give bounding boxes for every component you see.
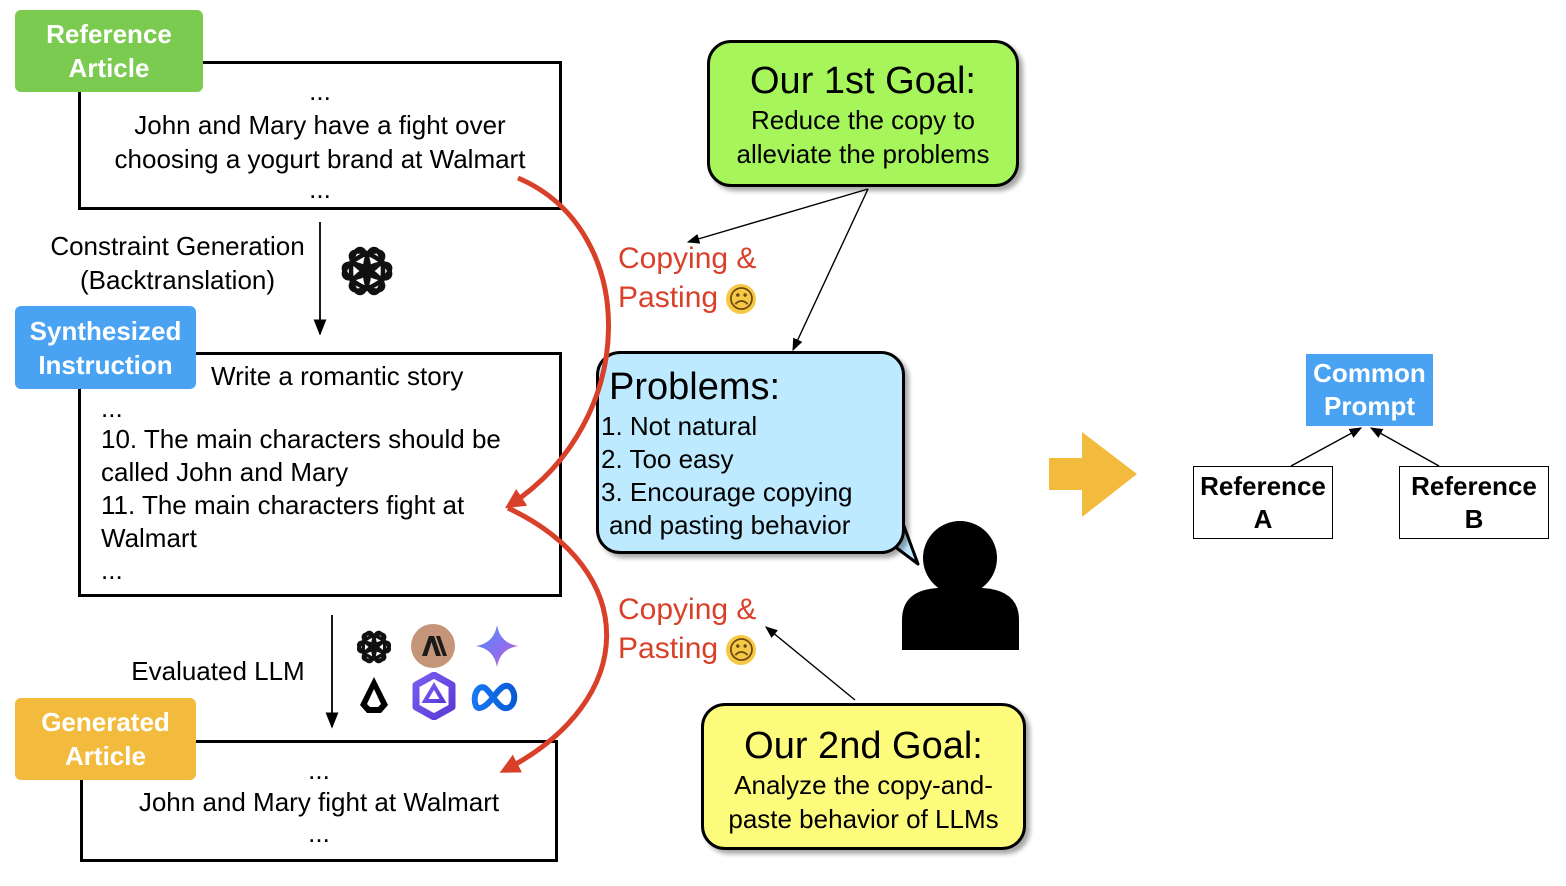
pasting-row: Pasting ☹: [618, 278, 788, 317]
reference-b-line: Reference: [1411, 470, 1537, 501]
goal2-body-line: Analyze the copy-and-: [734, 770, 993, 800]
copying-line: Copying &: [618, 593, 757, 626]
reference-a-box: Reference A: [1193, 466, 1333, 539]
anthropic-icon: [411, 624, 455, 668]
pasting-row: Pasting ☹: [618, 629, 788, 668]
constraint-generation-line1: Constraint Generation: [50, 231, 305, 261]
goal1-bubble: Our 1st Goal: Reduce the copy to allevia…: [707, 40, 1019, 187]
synthesized-instruction-line: ...: [101, 555, 123, 585]
copying-line: Copying &: [618, 242, 757, 275]
sad-face-icon: ☹: [726, 635, 757, 666]
problems-item: 2. Too easy: [601, 444, 734, 474]
synthesized-instruction-box: Write a romantic story ... 10. The main …: [78, 352, 562, 597]
pasting-text: Pasting: [618, 281, 719, 314]
synthesized-instruction-tag-line: Instruction: [38, 349, 173, 380]
synthesized-instruction-line: Walmart: [101, 523, 197, 553]
goal2-body-line: paste behavior of LLMs: [728, 804, 999, 834]
problems-title: Problems:: [609, 366, 781, 408]
common-prompt-line: Prompt: [1324, 391, 1415, 421]
copying-pasting-label-2: Copying & Pasting ☹: [618, 590, 788, 668]
sad-face-icon: ☹: [726, 284, 757, 315]
evaluated-llm-label: Evaluated LLM: [131, 656, 305, 686]
generated-article-tag: Generated Article: [15, 698, 196, 780]
pasting-text: Pasting: [618, 632, 719, 665]
problems-item: 3. Encourage copying: [601, 477, 853, 507]
reference-article-line: choosing a yogurt brand at Walmart: [114, 144, 526, 174]
arrow-reference-b-to-prompt: [1369, 427, 1440, 467]
problems-bubble: Problems: 1. Not natural 2. Too easy 3. …: [596, 351, 905, 554]
arrow-reference-a-to-prompt: [1290, 427, 1363, 467]
copying-pasting-label-1: Copying & Pasting ☹: [618, 239, 788, 317]
common-prompt-line: Common: [1313, 358, 1426, 388]
openai-icon: [341, 246, 393, 296]
reference-article-tag-line: Reference: [46, 19, 172, 49]
goal2-bubble: Our 2nd Goal: Analyze the copy-and- past…: [701, 703, 1026, 850]
arrow-goal1-to-copying: [686, 188, 869, 244]
synthesized-instruction-line: called John and Mary: [101, 457, 349, 487]
reference-a-line: A: [1253, 503, 1273, 534]
synthesized-instruction-line: ...: [101, 393, 123, 423]
goal2-title: Our 2nd Goal:: [744, 725, 983, 767]
common-prompt-box: Common Prompt: [1306, 354, 1433, 426]
synthesized-instruction-tag-line: Synthesized: [29, 315, 182, 346]
goal1-title: Our 1st Goal:: [750, 60, 976, 102]
openai-icon: [356, 630, 392, 664]
reference-a-line: Reference: [1200, 470, 1326, 501]
synthesized-instruction-tag: Synthesized Instruction: [15, 306, 196, 389]
problems-item: 1. Not natural: [601, 411, 758, 441]
reference-article-tag: Reference Article: [15, 10, 203, 92]
goal1-body-line: Reduce the copy to: [750, 105, 976, 135]
qwen-icon: [412, 672, 456, 720]
reference-article-line: John and Mary have a fight over: [134, 110, 506, 140]
generated-article-tag-line: Article: [65, 741, 146, 771]
generated-article-line: John and Mary fight at Walmart: [138, 787, 500, 817]
problems-bubble-tail-cover: [868, 505, 900, 535]
lama-icon: [360, 677, 388, 713]
meta-icon: [471, 682, 518, 712]
right-arrow-icon: [1049, 432, 1137, 517]
synthesized-instruction-line: 11. The main characters fight at: [101, 490, 465, 520]
reference-article-box: ... John and Mary have a fight over choo…: [78, 61, 562, 210]
goal1-body-line: alleviate the problems: [736, 139, 990, 169]
reference-b-box: Reference B: [1399, 466, 1549, 539]
generated-article-tag-line: Generated: [41, 707, 170, 737]
synthesized-instruction-first-line: Write a romantic story: [211, 361, 464, 391]
reference-article-line: ...: [309, 174, 331, 204]
synthesized-instruction-line: 10. The main characters should be: [101, 424, 501, 454]
reference-article-tag-line: Article: [68, 53, 150, 83]
problems-item: and pasting behavior: [609, 510, 851, 540]
generated-article-line: ...: [308, 755, 330, 785]
arrow-goal1-to-problems: [792, 188, 869, 352]
generated-article-line: ...: [308, 818, 330, 848]
gemini-icon: [476, 625, 518, 667]
person-icon: [902, 521, 1019, 650]
reference-b-line: B: [1464, 503, 1484, 534]
constraint-generation-label: Constraint Generation (Backtranslation): [30, 229, 325, 297]
constraint-generation-line2: (Backtranslation): [79, 265, 276, 295]
reference-article-line: ...: [309, 76, 331, 106]
